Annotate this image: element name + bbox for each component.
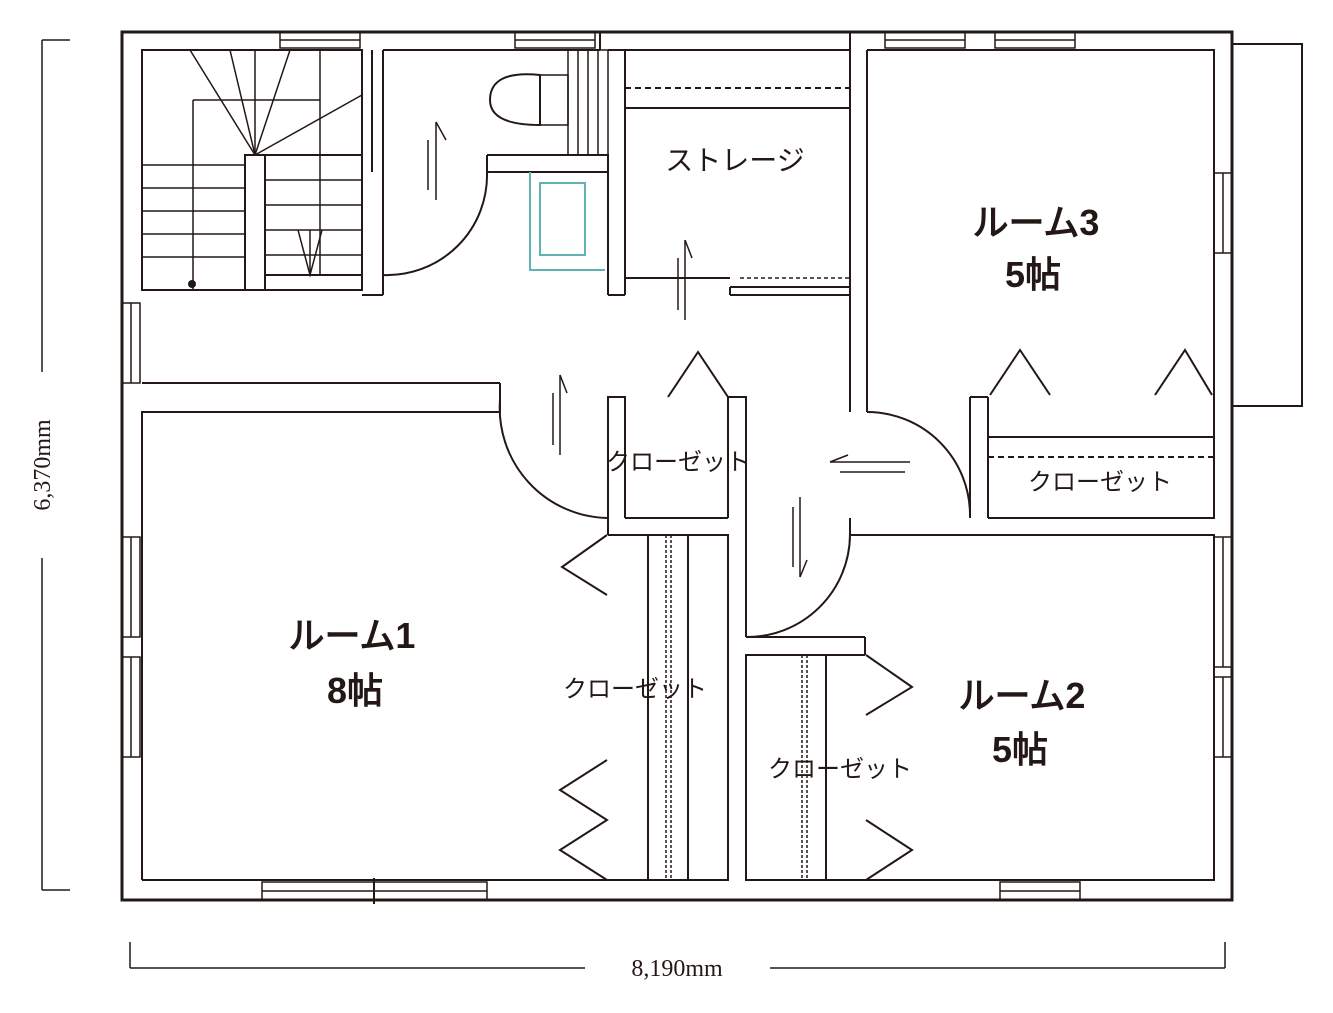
room1-size: 8帖 [327, 670, 383, 711]
toilet-room [362, 32, 626, 296]
height-dimension: 6,370mm [30, 419, 56, 511]
room-1 [141, 382, 729, 881]
closet-room1-label: クローゼット [563, 675, 707, 703]
room-3 [866, 49, 1215, 519]
staircase [142, 49, 363, 291]
windows [121, 31, 1233, 904]
closet-center-label: クローゼット [606, 448, 750, 476]
balcony [1232, 43, 1303, 407]
sliding-door-arrows [427, 121, 910, 578]
room3-name: ルーム3 [973, 202, 1100, 243]
room2-name: ルーム2 [959, 675, 1086, 716]
washbasin-fixture [529, 172, 605, 271]
width-dimension: 8,190mm [631, 956, 723, 982]
room3-size: 5帖 [1005, 254, 1061, 295]
room2-size: 5帖 [992, 729, 1048, 770]
room-2 [745, 518, 1215, 881]
height-dimension-line [41, 39, 70, 891]
closet-room3-label: クローゼット [1028, 468, 1172, 496]
storage-label: ストレージ [665, 144, 804, 177]
room1-name: ルーム1 [289, 615, 416, 656]
hall-closet [607, 350, 747, 637]
width-dimension-line [129, 942, 1226, 969]
closet-room2-label: クローゼット [768, 755, 912, 783]
storage-room [625, 32, 868, 412]
